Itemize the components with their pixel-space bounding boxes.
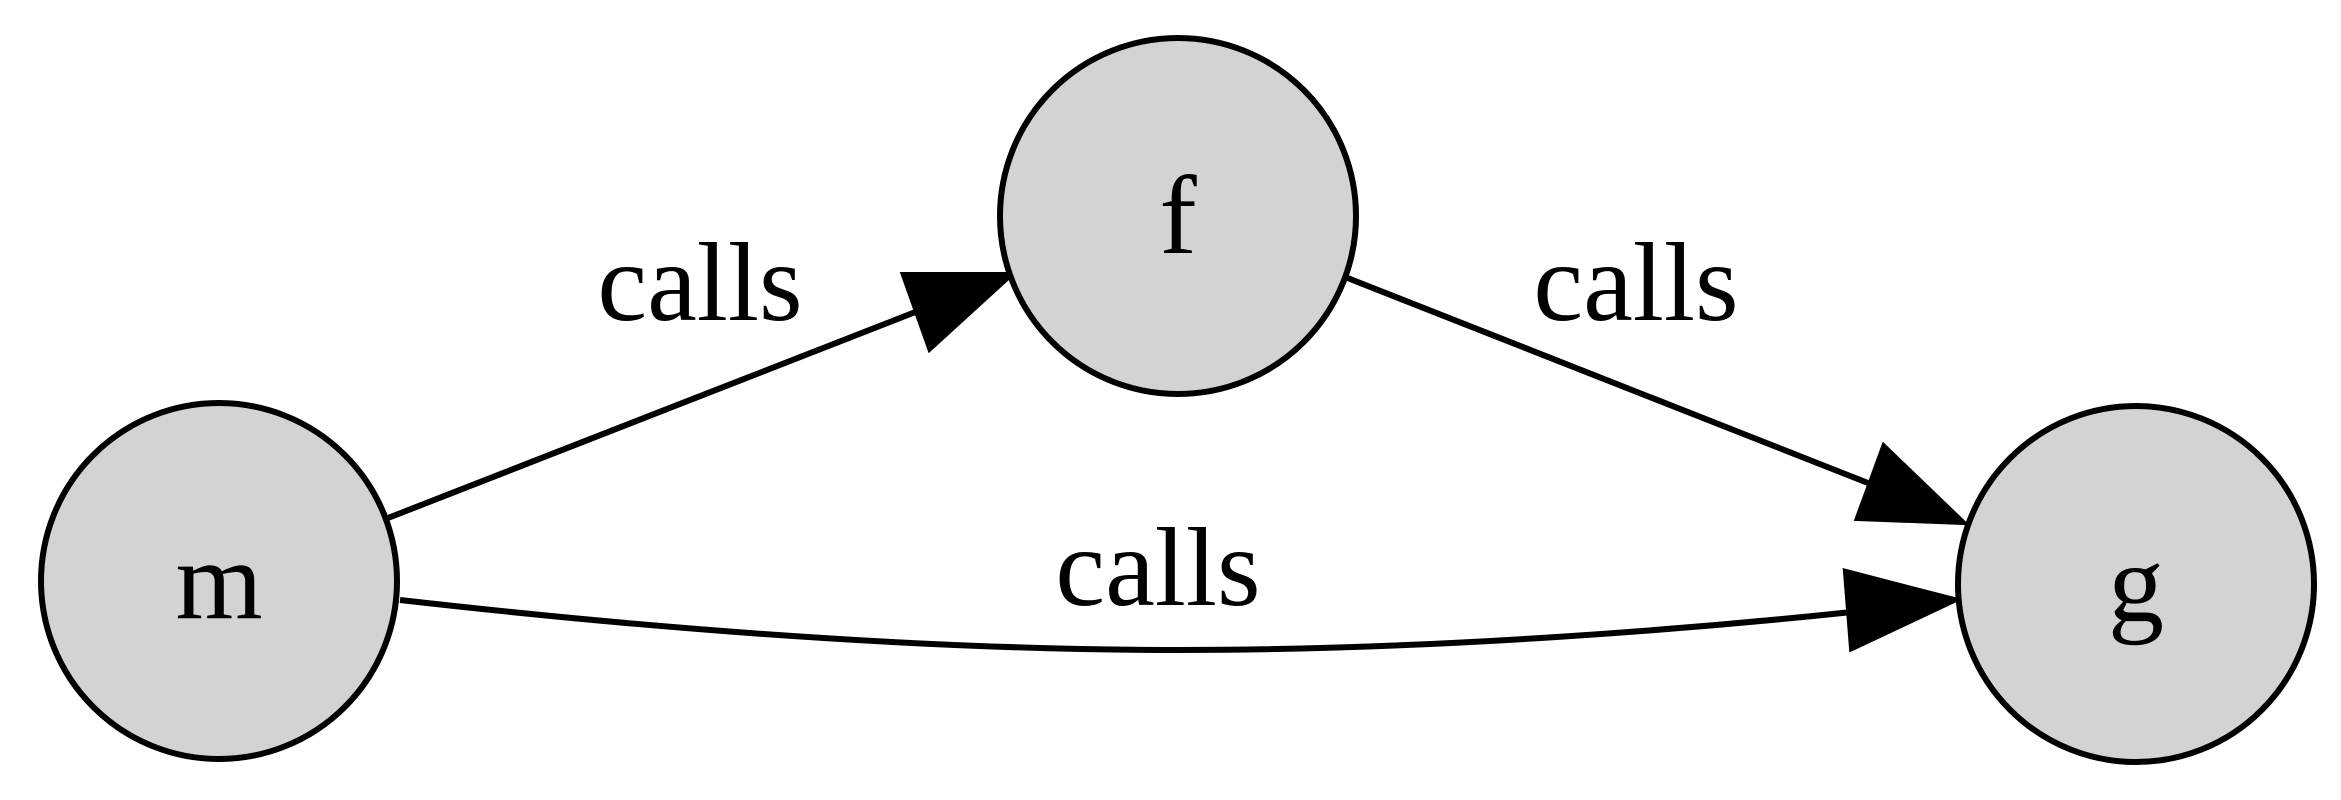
- node-f-label: f: [1159, 154, 1197, 278]
- edge-f-to-g: calls: [1343, 221, 1970, 526]
- edge-m-to-f-line: [386, 308, 920, 521]
- edge-m-to-g-arrowhead: [1842, 568, 1963, 653]
- edge-f-to-g-label: calls: [1533, 221, 1738, 345]
- edge-f-to-g-line: [1343, 274, 1870, 486]
- node-g-label: g: [2108, 522, 2164, 646]
- edge-m-to-g-label: calls: [1055, 506, 1260, 630]
- node-g-circle: [1955, 403, 2317, 765]
- node-f: f: [997, 35, 1359, 397]
- edge-f-to-g-arrowhead: [1853, 441, 1970, 526]
- edge-m-to-f-label: calls: [597, 221, 802, 345]
- node-m-circle: [38, 400, 400, 762]
- edge-m-to-g: calls: [399, 506, 1963, 654]
- node-f-circle: [997, 35, 1359, 397]
- edge-m-to-g-line: [399, 597, 1853, 654]
- node-g: g: [1955, 403, 2317, 765]
- edge-m-to-f-arrowhead: [899, 272, 1018, 354]
- node-m: m: [38, 400, 400, 762]
- edge-m-to-f: calls: [386, 221, 1018, 521]
- node-m-label: m: [175, 519, 262, 643]
